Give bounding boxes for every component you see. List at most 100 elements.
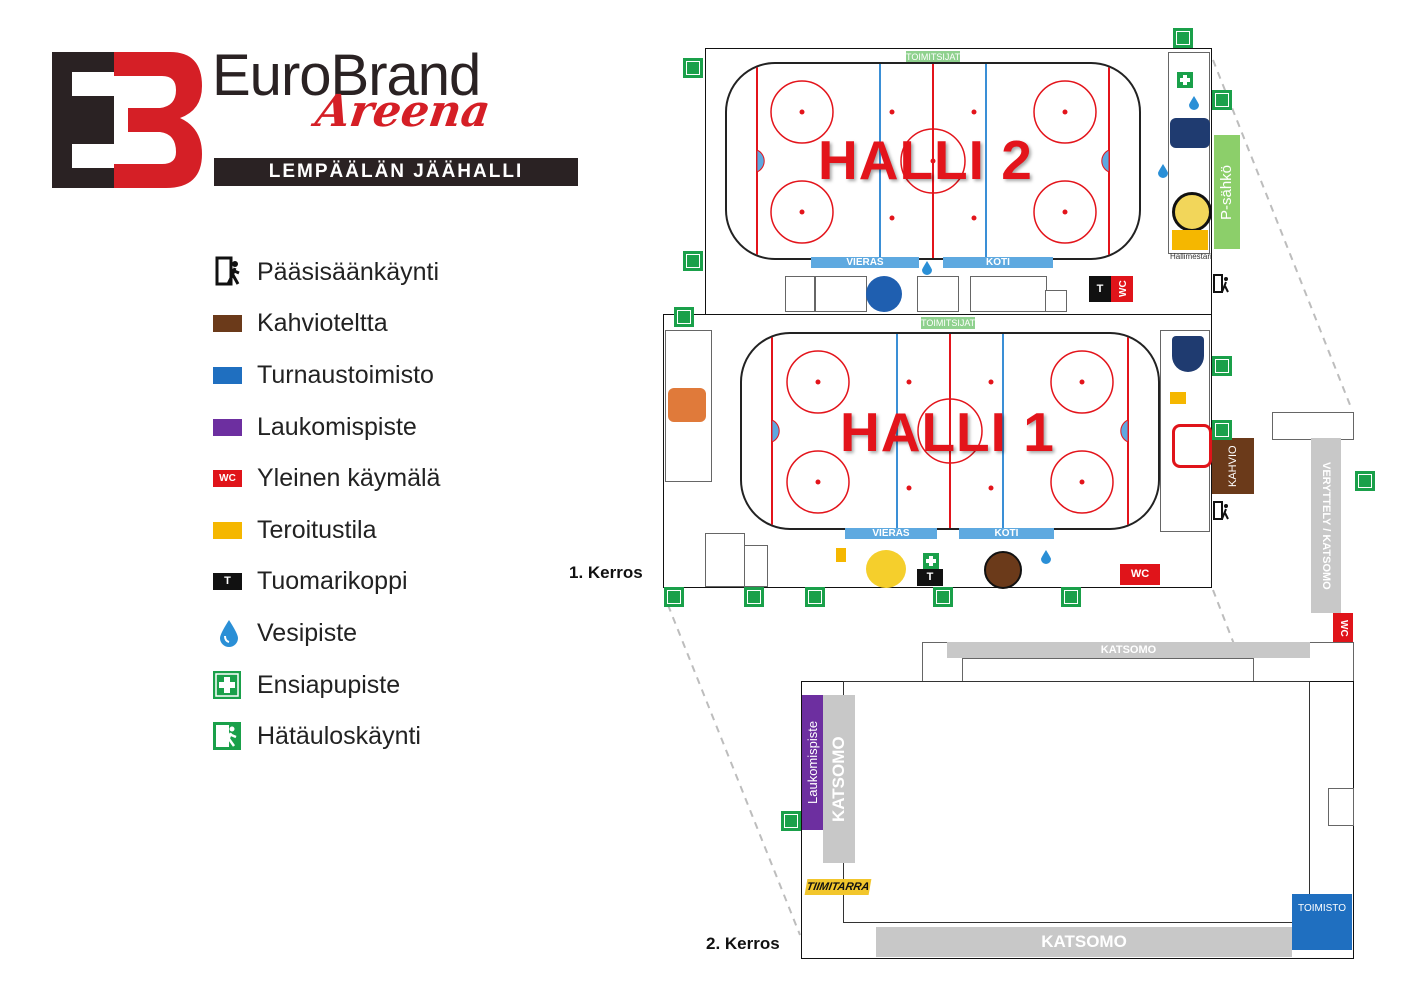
team-logo-hpk: [984, 551, 1022, 589]
main-entrance-icon: [1213, 501, 1229, 520]
p-sahko-area: [1214, 135, 1240, 249]
toimisto-label: TOIMISTO: [1298, 903, 1346, 914]
hall2-rink-markings: [756, 64, 1110, 258]
katsomo-top: KATSOMO: [947, 642, 1310, 658]
emergency-exit-icon: [674, 307, 694, 327]
water-drop-icon: [1189, 96, 1199, 110]
legend-label: Turnaustoimisto: [257, 360, 434, 389]
verryttely-area: [1311, 438, 1341, 613]
emergency-exit-icon: [933, 587, 953, 607]
water-drop-icon: [220, 620, 238, 647]
hall1-referee-room: T: [917, 569, 943, 586]
emergency-exit-icon: [213, 722, 241, 750]
kahvioteltta-swatch: [213, 315, 242, 332]
wc-icon: WC: [213, 470, 242, 487]
kahvio-area: [1212, 438, 1254, 494]
main-entrance-icon: [1213, 274, 1229, 293]
logo-name: EuroBrand: [212, 43, 481, 108]
verryttely-label: VERYTTELY / KATSOMO: [1320, 461, 1332, 590]
hall1-vieras-bench: VIERAS: [845, 528, 937, 539]
team-logo-n: [1172, 192, 1212, 232]
teroitustila-swatch: [213, 522, 242, 539]
referee-icon: T: [213, 573, 242, 590]
tiimitarra-logo: TIIMITARRA: [804, 879, 872, 895]
room: [917, 276, 959, 312]
legend-label: Laukomispiste: [257, 412, 417, 441]
hall2-vieras-bench: VIERAS: [811, 257, 919, 268]
room: [1045, 290, 1067, 312]
room: [705, 533, 745, 587]
legend-label: Tuomarikoppi: [257, 566, 408, 595]
hall2-rink: [725, 62, 1141, 260]
water-drop-icon: [1041, 550, 1051, 564]
katsomo-left-area: [823, 695, 855, 863]
emergency-exit-icon: [683, 58, 703, 78]
team-logo-vaittari: [1170, 118, 1210, 148]
logo-monogram: [52, 52, 202, 188]
floor-label-2: 2. Kerros: [706, 934, 780, 953]
p-sahko-label: P-sähkö: [1218, 164, 1235, 220]
laukomispiste-label: Laukomispiste: [805, 720, 820, 805]
laukomispiste-swatch: [213, 419, 242, 436]
hall2-koti-bench: KOTI: [943, 257, 1053, 268]
hall1-rink: [740, 332, 1160, 530]
hall1-sharpening-room-right: [1170, 392, 1186, 404]
emergency-exit-icon: [683, 251, 703, 271]
hall2-sharpening-room: [1172, 230, 1208, 250]
team-logo-tuto: [1172, 424, 1212, 468]
hall1-sharpening-room: [836, 548, 846, 562]
first-aid-icon: [923, 553, 939, 569]
legend-label: Kahvioteltta: [257, 308, 388, 337]
team-logo-tappara: [1172, 336, 1204, 372]
emergency-exit-icon: [781, 811, 801, 831]
legend-label: Yleinen käymälä: [257, 463, 441, 492]
hall2-toimitsijat: TOIMITSIJAT: [906, 51, 961, 63]
annex-wc: WC: [1333, 613, 1353, 643]
katsomo-bottom: KATSOMO: [876, 927, 1292, 957]
first-aid-icon: [1177, 72, 1193, 88]
turnaustoimisto-swatch: [213, 367, 242, 384]
main-entrance-icon: [215, 256, 240, 286]
emergency-exit-icon: [1173, 28, 1193, 48]
hall1-koti-bench: KOTI: [959, 528, 1054, 539]
emergency-exit-icon: [1212, 420, 1232, 440]
toimisto-area: [1292, 894, 1352, 950]
legend-label: Teroitustila: [257, 515, 377, 544]
emergency-exit-icon: [744, 587, 764, 607]
hallimestari-label: Hallimestari: [1170, 252, 1212, 261]
floor-label-1: 1. Kerros: [569, 563, 643, 582]
room: [744, 545, 768, 587]
legend-label: Ensiapupiste: [257, 670, 401, 699]
emergency-exit-icon: [664, 587, 684, 607]
room: [1328, 788, 1354, 826]
first-aid-icon: [213, 671, 241, 699]
hall2-wc: WC: [1111, 276, 1133, 302]
logo-subtitle: LEMPÄÄLÄN JÄÄHALLI: [214, 158, 578, 186]
room: [815, 276, 867, 312]
legend-label: Hätäuloskäynti: [257, 721, 421, 750]
legend-label: Pääsisäänkäynti: [257, 257, 440, 286]
water-drop-icon: [922, 261, 932, 275]
emergency-exit-icon: [1212, 90, 1232, 110]
emergency-exit-icon: [1355, 471, 1375, 491]
emergency-exit-icon: [1061, 587, 1081, 607]
emergency-exit-icon: [805, 587, 825, 607]
kahvio-label: KAHVIO: [1227, 445, 1239, 487]
legend-label: Vesipiste: [257, 618, 358, 647]
hall1-wc: WC: [1120, 564, 1160, 585]
room: [970, 276, 1047, 312]
hall2-title: HALLI 2: [818, 129, 1033, 191]
team-logo-leki: [866, 276, 902, 312]
hall1-rink-markings: [771, 334, 1129, 528]
laukomispiste-area: [802, 695, 823, 830]
room: [785, 276, 815, 312]
water-drop-icon: [1158, 164, 1168, 178]
hall2-referee-room: T: [1089, 276, 1111, 302]
team-logo-ilves: [866, 550, 906, 588]
team-logo-kotkat: [668, 388, 706, 422]
hall1-title: HALLI 1: [840, 401, 1055, 463]
katsomo-left-label: KATSOMO: [829, 736, 848, 822]
floor2-inner: [843, 681, 1310, 923]
annex-top: [1272, 412, 1354, 440]
hall1-toimitsijat: TOIMITSIJAT: [921, 317, 976, 329]
